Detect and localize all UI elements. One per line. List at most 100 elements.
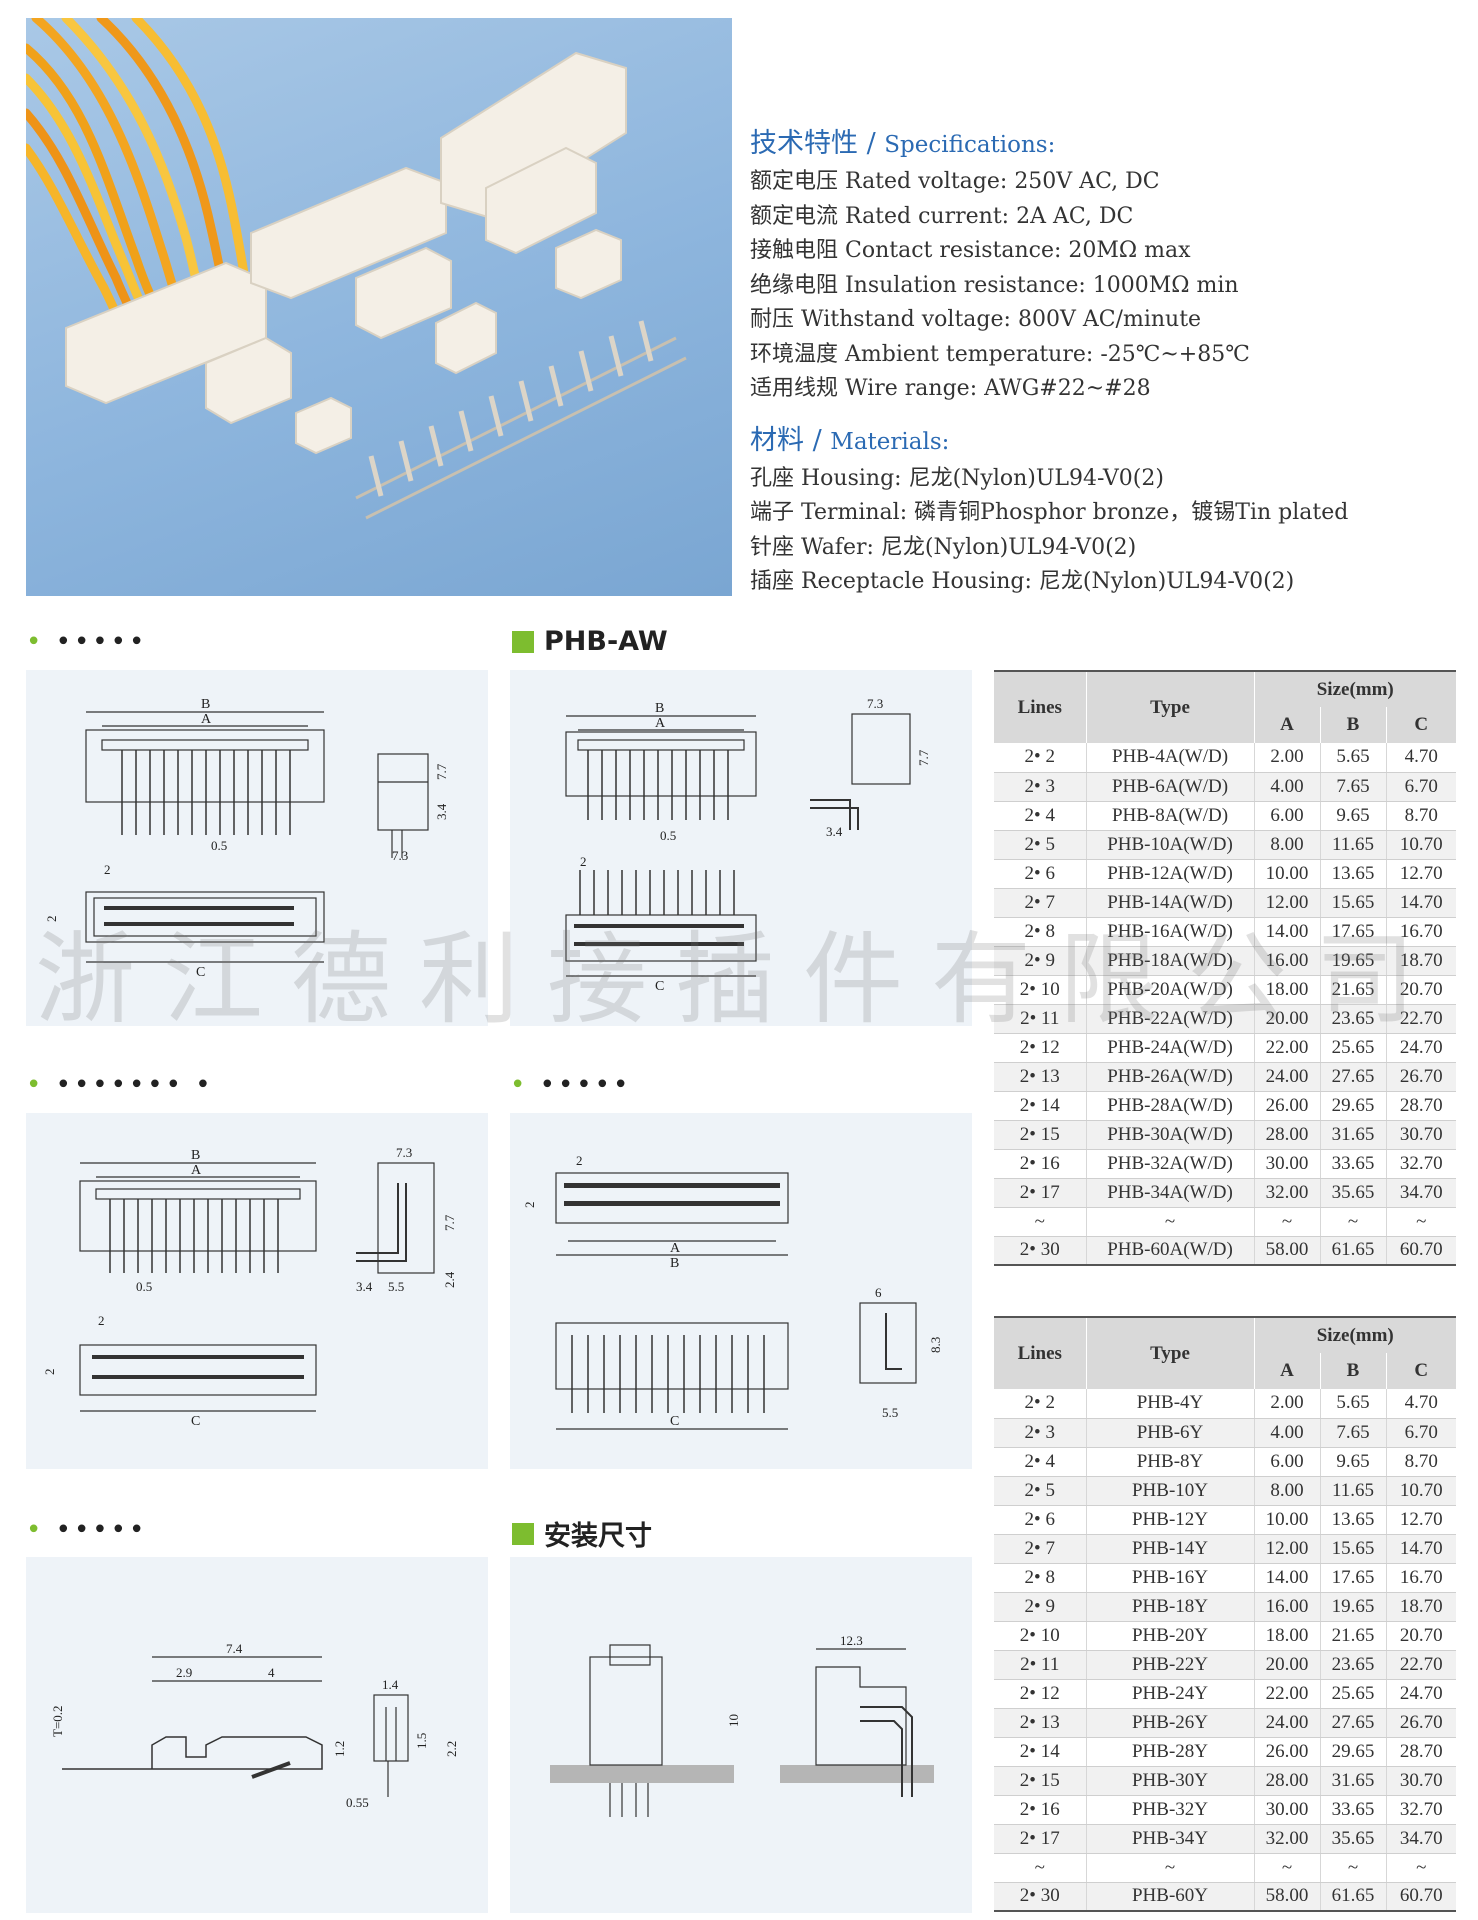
- table-cell: PHB-26A(W/D): [1086, 1062, 1255, 1092]
- table-cell: 2.00: [1254, 743, 1321, 773]
- label-b: B: [201, 697, 210, 712]
- label-12-3: 12.3: [840, 1633, 863, 1648]
- table-cell: 2• 10: [994, 975, 1087, 1005]
- table-cell: 17.65: [1320, 1563, 1387, 1593]
- label-7-3: 7.3: [867, 696, 883, 711]
- table-cell: PHB-60Y: [1086, 1882, 1255, 1912]
- table-cell: 2• 30: [994, 1882, 1087, 1912]
- table-cell: 2• 9: [994, 1592, 1087, 1622]
- table-cell: 10.70: [1386, 1476, 1456, 1506]
- label-3-4: 3.4: [434, 803, 449, 820]
- table-cell: 4.70: [1386, 1389, 1456, 1419]
- spec-label: 孔座 Housing:: [750, 465, 902, 491]
- spec-line: 端子 Terminal: 磷青铜Phosphor bronze，镀锡Tin pl…: [750, 496, 1470, 531]
- label-7-3: 7.3: [396, 1145, 412, 1160]
- table-cell: 28.00: [1254, 1766, 1321, 1796]
- table-cell: PHB-16Y: [1086, 1563, 1255, 1593]
- spec-value: 1000MΩ min: [1092, 272, 1239, 298]
- table-cell: 32.00: [1254, 1824, 1321, 1854]
- table-cell: ~: [994, 1853, 1087, 1883]
- label-6: 6: [875, 1285, 882, 1300]
- label-2: 2: [44, 916, 59, 923]
- specifications-title-cn: 技术特性: [750, 128, 858, 159]
- product-photo: [21, 13, 732, 596]
- spec-label: 额定电压 Rated voltage:: [750, 169, 1008, 194]
- spec-line: 耐压 Withstand voltage: 800V AC/minute: [750, 303, 1470, 338]
- table-cell: 11.65: [1320, 1476, 1387, 1506]
- col-header-b: B: [1320, 707, 1387, 743]
- table-cell: PHB-24Y: [1086, 1679, 1255, 1709]
- table-cell: PHB-16A(W/D): [1086, 917, 1255, 947]
- drawing-panel-bottom-left: T=0.2 7.4 2.9 4 1.4 1.2 1.5 2.2 0.55: [26, 1557, 488, 1913]
- label-0-5: 0.5: [136, 1279, 152, 1294]
- table-cell: 2• 2: [994, 743, 1087, 773]
- install-drawing: 10 12.3: [550, 1633, 934, 1817]
- table-cell: ~: [994, 1207, 1087, 1237]
- table-cell: 8.00: [1254, 1476, 1321, 1506]
- table-cell: 2• 15: [994, 1766, 1087, 1796]
- table-cell: 61.65: [1320, 1882, 1387, 1912]
- label-a: A: [655, 716, 666, 731]
- table-cell: 2• 7: [994, 888, 1087, 918]
- table-cell: 2• 11: [994, 1004, 1087, 1034]
- technical-drawing: B A 0.5 7.3 7.7 3.4 5.5 2.4 2 C 2: [42, 1145, 457, 1429]
- table-cell: PHB-18A(W/D): [1086, 946, 1255, 976]
- table-cell: PHB-20A(W/D): [1086, 975, 1255, 1005]
- table-cell: 29.65: [1320, 1737, 1387, 1767]
- label-8-3: 8.3: [928, 1337, 943, 1353]
- spec-label: 针座 Wafer:: [750, 534, 874, 560]
- table-cell: 35.65: [1320, 1178, 1387, 1208]
- table-cell: 24.00: [1254, 1708, 1321, 1738]
- table-cell: 28.70: [1386, 1737, 1456, 1767]
- label-c: C: [655, 979, 664, 994]
- spec-label: 耐压 Withstand voltage:: [750, 307, 1011, 332]
- table-cell: PHB-14A(W/D): [1086, 888, 1255, 918]
- table-cell: 2• 6: [994, 859, 1087, 889]
- table-cell: 6.00: [1254, 1447, 1321, 1477]
- table-cell: 30.70: [1386, 1766, 1456, 1796]
- specifications-title: 技术特性 / Specifications:: [750, 128, 1056, 159]
- table-cell: 33.65: [1320, 1149, 1387, 1179]
- table-cell: PHB-4A(W/D): [1086, 743, 1255, 773]
- materials-title: 材料 / Materials:: [750, 424, 950, 456]
- label-2: 2: [104, 862, 111, 877]
- table-cell: 28.70: [1386, 1091, 1456, 1121]
- table-cell: PHB-22Y: [1086, 1650, 1255, 1680]
- table-cell: 10.00: [1254, 859, 1321, 889]
- label-b: B: [670, 1256, 679, 1271]
- label-3-4: 3.4: [826, 824, 843, 839]
- terminal-drawing: T=0.2 7.4 2.9 4 1.4 1.2 1.5 2.2 0.55: [50, 1641, 459, 1810]
- table-cell: 2• 30: [994, 1236, 1087, 1266]
- col-header-lines: Lines: [994, 670, 1087, 743]
- table-cell: 7.65: [1320, 772, 1387, 802]
- label-2: 2: [42, 1369, 57, 1376]
- table-cell: 61.65: [1320, 1236, 1387, 1266]
- col-header-size: Size(mm): [1254, 670, 1456, 707]
- technical-drawing: B A 0.5 7.7 3.4 7.3 2 C 2: [44, 697, 449, 980]
- table-cell: 58.00: [1254, 1882, 1321, 1912]
- label-4: 4: [268, 1665, 275, 1680]
- spec-label: 适用线规 Wire range:: [750, 376, 978, 401]
- table-cell: 16.70: [1386, 917, 1456, 947]
- label-7-7: 7.7: [442, 1214, 457, 1231]
- table-cell: ~: [1386, 1853, 1456, 1883]
- table-cell: 2• 16: [994, 1795, 1087, 1825]
- table-cell: 30.00: [1254, 1795, 1321, 1825]
- table-row: ~~~~~: [994, 1207, 1456, 1237]
- label-0-5: 0.5: [660, 828, 676, 843]
- label-0-5: 0.5: [211, 838, 227, 853]
- table-cell: 25.65: [1320, 1679, 1387, 1709]
- table-cell: 9.65: [1320, 1447, 1387, 1477]
